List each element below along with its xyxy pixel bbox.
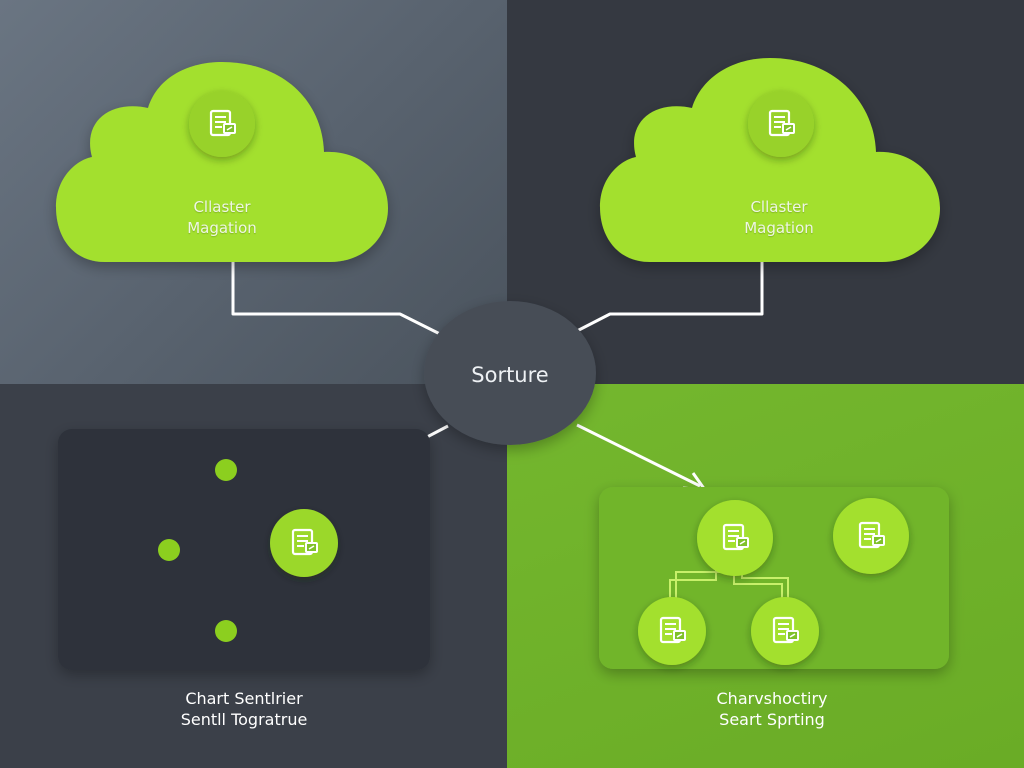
- dot-node: [215, 620, 237, 642]
- document-chart-icon: [697, 500, 773, 576]
- connector-cloud-right: [574, 258, 764, 334]
- left-panel-caption-line2: Sentll Togratrue: [180, 710, 308, 729]
- document-chart-icon: [751, 597, 819, 665]
- document-chart-icon: [748, 91, 814, 157]
- left-panel-caption: Chart Sentlrier Sentll Togratrue: [124, 688, 364, 730]
- right-panel-caption: Charvshoctiry Seart Sprting: [652, 688, 892, 730]
- cloud-right-label: Cllaster Magation: [699, 197, 859, 239]
- cloud-left-label: Cllaster Magation: [142, 197, 302, 239]
- cloud-left-label-line1: Cllaster: [193, 198, 251, 216]
- cloud-left-label-line2: Magation: [187, 219, 257, 237]
- document-chart-icon: [833, 498, 909, 574]
- hub-label: Sorture: [471, 363, 549, 387]
- document-chart-icon: [189, 91, 255, 157]
- left-panel: [58, 429, 430, 670]
- document-chart-icon: [638, 597, 706, 665]
- dot-node: [158, 539, 180, 561]
- cloud-left: [56, 62, 388, 262]
- cloud-right-label-line1: Cllaster: [750, 198, 808, 216]
- hub-node: [424, 301, 596, 445]
- cloud-right-label-line2: Magation: [744, 219, 814, 237]
- left-panel-caption-line1: Chart Sentlrier: [185, 689, 303, 708]
- connector-cloud-left: [231, 258, 441, 336]
- document-chart-icon: [270, 509, 338, 577]
- right-panel-caption-line2: Seart Sprting: [719, 710, 825, 729]
- cloud-right: [600, 58, 940, 262]
- arrow-to-right-panel: [576, 423, 707, 492]
- right-panel-caption-line1: Charvshoctiry: [716, 689, 828, 708]
- dot-node: [215, 459, 237, 481]
